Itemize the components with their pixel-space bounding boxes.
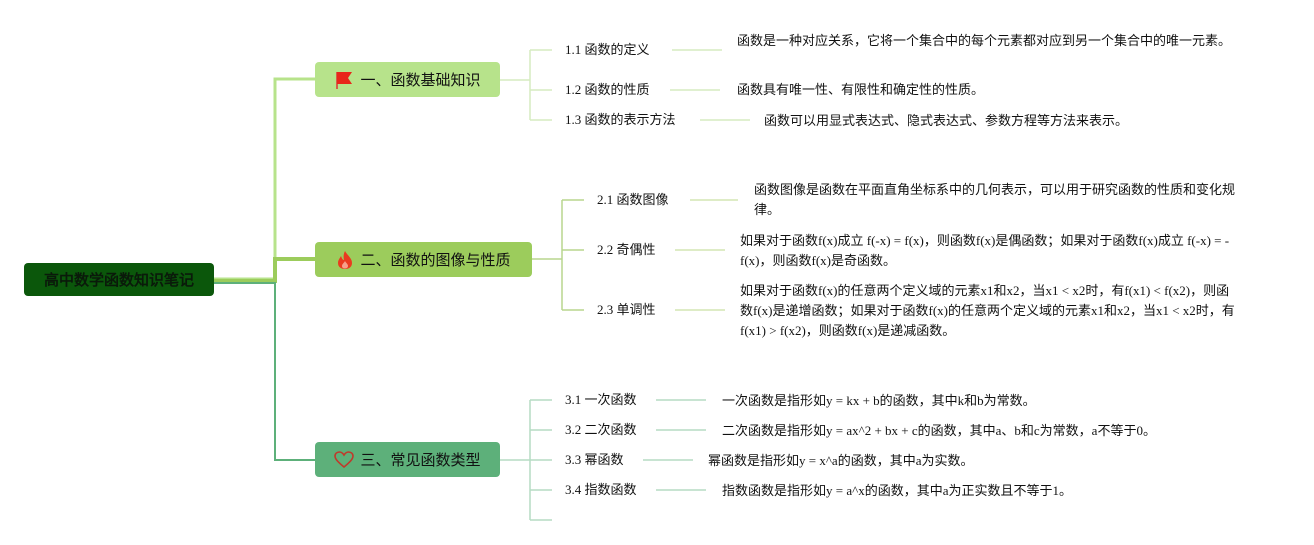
topic-3-2-desc: 二次函数是指形如y = ax^2 + bx + c的函数，其中a、b和c为常数，… xyxy=(722,423,1156,438)
topic-1-1-desc: 函数是一种对应关系，它将一个集合中的每个元素都对应到另一个集合中的唯一元素。 xyxy=(737,33,1232,48)
topic-1-3[interactable]: 1.3 函数的表示方法 xyxy=(565,112,676,127)
topic-1-2[interactable]: 1.2 函数的性质 xyxy=(565,82,650,97)
branch-node-3[interactable]: 三、常见函数类型 xyxy=(315,442,500,477)
topic-2-3[interactable]: 2.3 单调性 xyxy=(597,302,656,317)
fire-icon xyxy=(336,250,354,270)
topic-3-4-desc: 指数函数是指形如y = a^x的函数，其中a为正实数且不等于1。 xyxy=(722,483,1072,498)
root-node[interactable]: 高中数学函数知识笔记 xyxy=(24,263,214,296)
topic-3-2[interactable]: 3.2 二次函数 xyxy=(565,422,637,437)
flag-icon xyxy=(334,70,354,90)
heart-icon xyxy=(334,450,355,469)
connector-root-branch1 xyxy=(214,77,315,281)
topic-1-2-desc: 函数具有唯一性、有限性和确定性的性质。 xyxy=(737,82,985,97)
topic-1-1[interactable]: 1.1 函数的定义 xyxy=(565,42,650,57)
branch-title: 一、函数基础知识 xyxy=(360,71,481,89)
topic-3-1[interactable]: 3.1 一次函数 xyxy=(565,392,637,407)
topic-2-1[interactable]: 2.1 函数图像 xyxy=(597,192,669,207)
branch-node-2[interactable]: 二、函数的图像与性质 xyxy=(315,242,532,277)
topic-1-3-desc: 函数可以用显式表达式、隐式表达式、参数方程等方法来表示。 xyxy=(764,113,1129,128)
topic-2-3-desc: 如果对于函数f(x)的任意两个定义域的元素x1和x2，当x1 < x2时，有f(… xyxy=(740,283,1235,338)
topic-2-2[interactable]: 2.2 奇偶性 xyxy=(597,242,656,257)
branch-title: 二、函数的图像与性质 xyxy=(360,251,511,269)
connector-root-branch3 xyxy=(214,282,315,461)
topic-2-2-desc: 如果对于函数f(x)成立 f(-x) = f(x)，则函数f(x)是偶函数；如果… xyxy=(740,233,1230,268)
topic-3-1-desc: 一次函数是指形如y = kx + b的函数，其中k和b为常数。 xyxy=(722,393,1036,408)
topic-3-3-desc: 幂函数是指形如y = x^a的函数，其中a为实数。 xyxy=(708,453,974,468)
topic-3-3[interactable]: 3.3 幂函数 xyxy=(565,452,624,467)
connector-root-branch2 xyxy=(214,257,315,283)
topic-3-4[interactable]: 3.4 指数函数 xyxy=(565,482,637,497)
branch-title: 三、常见函数类型 xyxy=(360,451,481,469)
branch-node-1[interactable]: 一、函数基础知识 xyxy=(315,62,500,97)
root-title: 高中数学函数知识笔记 xyxy=(43,271,194,289)
topic-2-1-desc: 函数图像是函数在平面直角坐标系中的几何表示，可以用于研究函数的性质和变化规律。 xyxy=(754,182,1236,217)
